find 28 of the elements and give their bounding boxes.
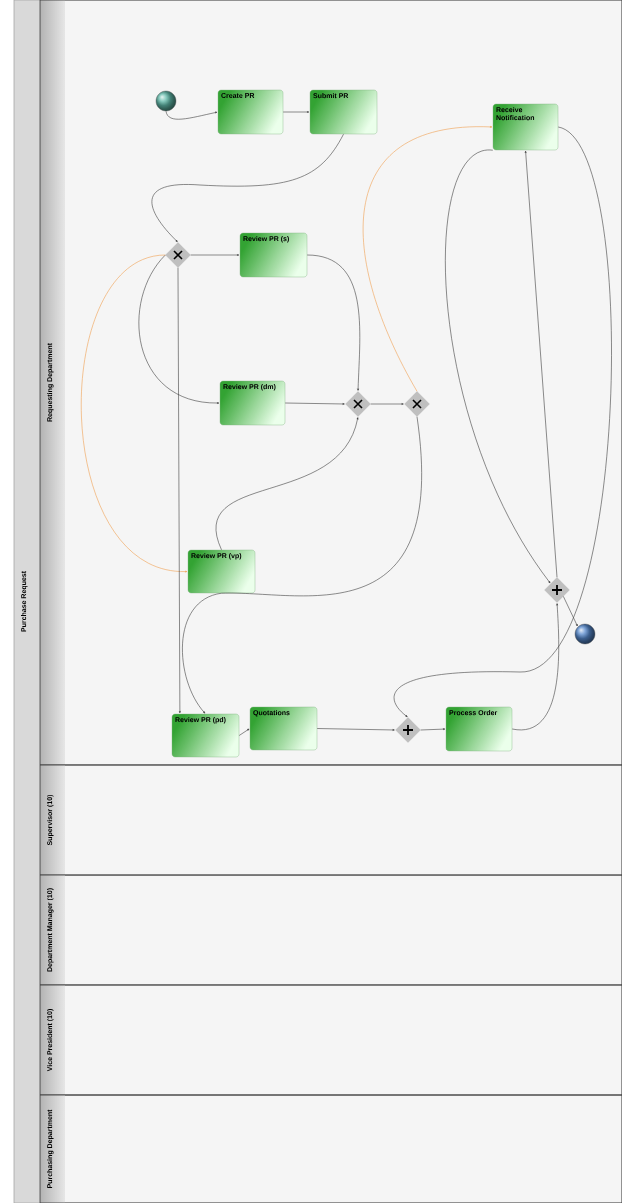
- arrow: [190, 254, 240, 256]
- gateway-diamond: [544, 577, 570, 603]
- arrow: [370, 403, 404, 405]
- arrow: [165, 110, 218, 120]
- event-circle: [574, 623, 596, 645]
- arrow: [284, 402, 345, 405]
- arrow: [563, 596, 578, 627]
- arrow: [306, 254, 361, 391]
- arrow: [282, 111, 310, 113]
- gateway-diamond: [165, 242, 191, 268]
- event-circle: [155, 90, 177, 112]
- arrow: [511, 603, 560, 731]
- arrow: [445, 149, 551, 584]
- arrow: [362, 126, 493, 392]
- arrow: [238, 728, 250, 736]
- arrow: [182, 592, 222, 714]
- gateway-diamond: [345, 391, 371, 417]
- arrow: [420, 728, 446, 731]
- arrow: [138, 254, 220, 404]
- gateway-diamond: [395, 717, 421, 743]
- arrow: [177, 267, 181, 714]
- gateway-diamond: [404, 391, 430, 417]
- arrow: [316, 728, 395, 731]
- arrow: [215, 417, 359, 551]
- arrow: [524, 150, 558, 578]
- arrow: [393, 126, 612, 718]
- arrow: [151, 133, 344, 242]
- arrow: [81, 254, 188, 573]
